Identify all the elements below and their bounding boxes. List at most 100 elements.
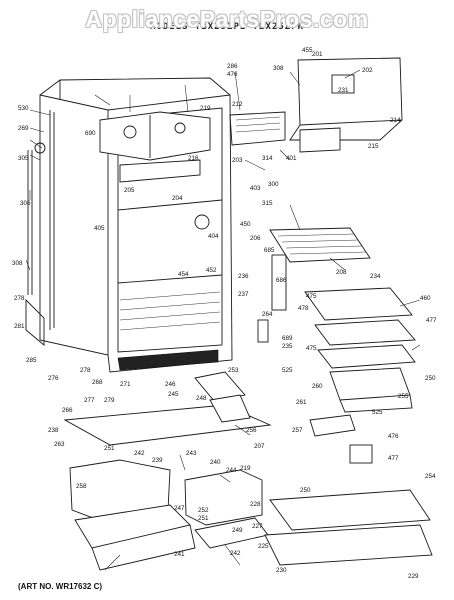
part-label: 286 <box>227 63 238 70</box>
part-label: 300 <box>268 181 279 188</box>
part-label: 204 <box>172 195 183 202</box>
part-label: 689 <box>282 335 293 342</box>
part-label: 686 <box>276 277 287 284</box>
part-label: 404 <box>208 233 219 240</box>
part-number-labels: 455 201 202 231 308 286 476 530 269 305 … <box>12 47 437 580</box>
part-label: 206 <box>250 235 261 242</box>
part-label: 475 <box>306 293 317 300</box>
part-label: 240 <box>210 459 221 466</box>
part-label: 314 <box>262 155 273 162</box>
part-label: 252 <box>198 507 209 514</box>
part-label: 242 <box>230 550 241 557</box>
part-label: 205 <box>124 187 135 194</box>
part-label: 264 <box>262 311 273 318</box>
part-label: 219 <box>200 105 211 112</box>
part-label: 263 <box>54 441 65 448</box>
part-label: 454 <box>178 271 189 278</box>
part-label: 203 <box>232 157 243 164</box>
part-label: 244 <box>226 467 237 474</box>
freezer-wire-shelf <box>269 227 371 263</box>
leader-lines <box>25 69 421 571</box>
part-label: 261 <box>296 399 307 406</box>
part-label: 242 <box>134 450 145 457</box>
part-label: 530 <box>18 105 29 112</box>
part-label: 403 <box>250 185 261 192</box>
part-label: 271 <box>120 381 131 388</box>
part-label: 247 <box>174 505 185 512</box>
part-label: 450 <box>240 221 251 228</box>
part-label: 216 <box>188 155 199 162</box>
control-housing <box>99 111 211 183</box>
part-label: 208 <box>336 269 347 276</box>
part-label: 249 <box>232 527 243 534</box>
part-label: 215 <box>368 143 379 150</box>
watermark: AppliancePartsPros.com <box>85 6 369 32</box>
part-label: 405 <box>94 225 105 232</box>
part-label: 285 <box>26 357 37 364</box>
small-parts <box>34 142 373 464</box>
part-label: 248 <box>196 395 207 402</box>
part-label: 315 <box>262 200 273 207</box>
part-label: 255 <box>398 393 409 400</box>
part-label: 238 <box>48 427 59 434</box>
part-label: 228 <box>250 501 261 508</box>
part-label: 234 <box>370 273 381 280</box>
part-label: 476 <box>388 433 399 440</box>
part-label: 241 <box>174 551 185 558</box>
part-label: 236 <box>238 273 249 280</box>
part-label: 250 <box>425 375 436 382</box>
part-label: 279 <box>104 397 115 404</box>
part-label: 256 <box>246 427 257 434</box>
freezer-bin <box>229 57 403 153</box>
part-label: 690 <box>85 130 96 137</box>
part-label: 276 <box>48 375 59 382</box>
part-label: 475 <box>306 345 317 352</box>
part-label: 258 <box>76 483 87 490</box>
part-label: 251 <box>198 515 209 522</box>
part-label: 202 <box>362 67 373 74</box>
part-label: 477 <box>388 455 399 462</box>
part-label: 460 <box>420 295 431 302</box>
part-label: 306 <box>20 200 31 207</box>
part-label: 257 <box>292 427 303 434</box>
part-label: 476 <box>227 71 238 78</box>
part-label: 237 <box>238 291 249 298</box>
part-label: 260 <box>312 383 323 390</box>
part-label: 525 <box>372 409 383 416</box>
part-label: 269 <box>18 125 29 132</box>
part-label: 235 <box>282 343 293 350</box>
part-label: 225 <box>258 543 269 550</box>
fresh-food-shelves <box>304 287 416 413</box>
part-label: 268 <box>92 379 103 386</box>
part-label: 685 <box>264 247 275 254</box>
part-label: 246 <box>165 381 176 388</box>
part-label: 305 <box>18 155 29 162</box>
part-label: 277 <box>84 397 95 404</box>
part-label: 478 <box>298 305 309 312</box>
part-label: 239 <box>152 457 163 464</box>
part-label: 250 <box>300 487 311 494</box>
model-header: MODELS TBX25ZPE TBX25ZPK <box>150 22 305 32</box>
part-label: 455 <box>302 47 313 54</box>
part-label: 477 <box>426 317 437 324</box>
part-label: 251 <box>104 445 115 452</box>
part-label: 253 <box>228 367 239 374</box>
part-label: 266 <box>62 407 73 414</box>
part-label: 278 <box>80 367 91 374</box>
part-label: 308 <box>273 65 284 72</box>
part-label: 278 <box>14 295 25 302</box>
part-label: 401 <box>286 155 297 162</box>
part-label: 201 <box>312 51 323 58</box>
part-label: 229 <box>408 573 419 580</box>
part-label: 525 <box>282 367 293 374</box>
part-label: 281 <box>14 323 25 330</box>
part-label: 231 <box>338 87 349 94</box>
part-label: 227 <box>252 523 263 530</box>
part-label: 245 <box>168 391 179 398</box>
part-label: 219 <box>240 465 251 472</box>
part-label: 452 <box>206 267 217 274</box>
part-label: 207 <box>254 443 265 450</box>
crisper-cover <box>264 489 433 566</box>
art-number: (ART NO. WR17632 C) <box>18 582 103 591</box>
